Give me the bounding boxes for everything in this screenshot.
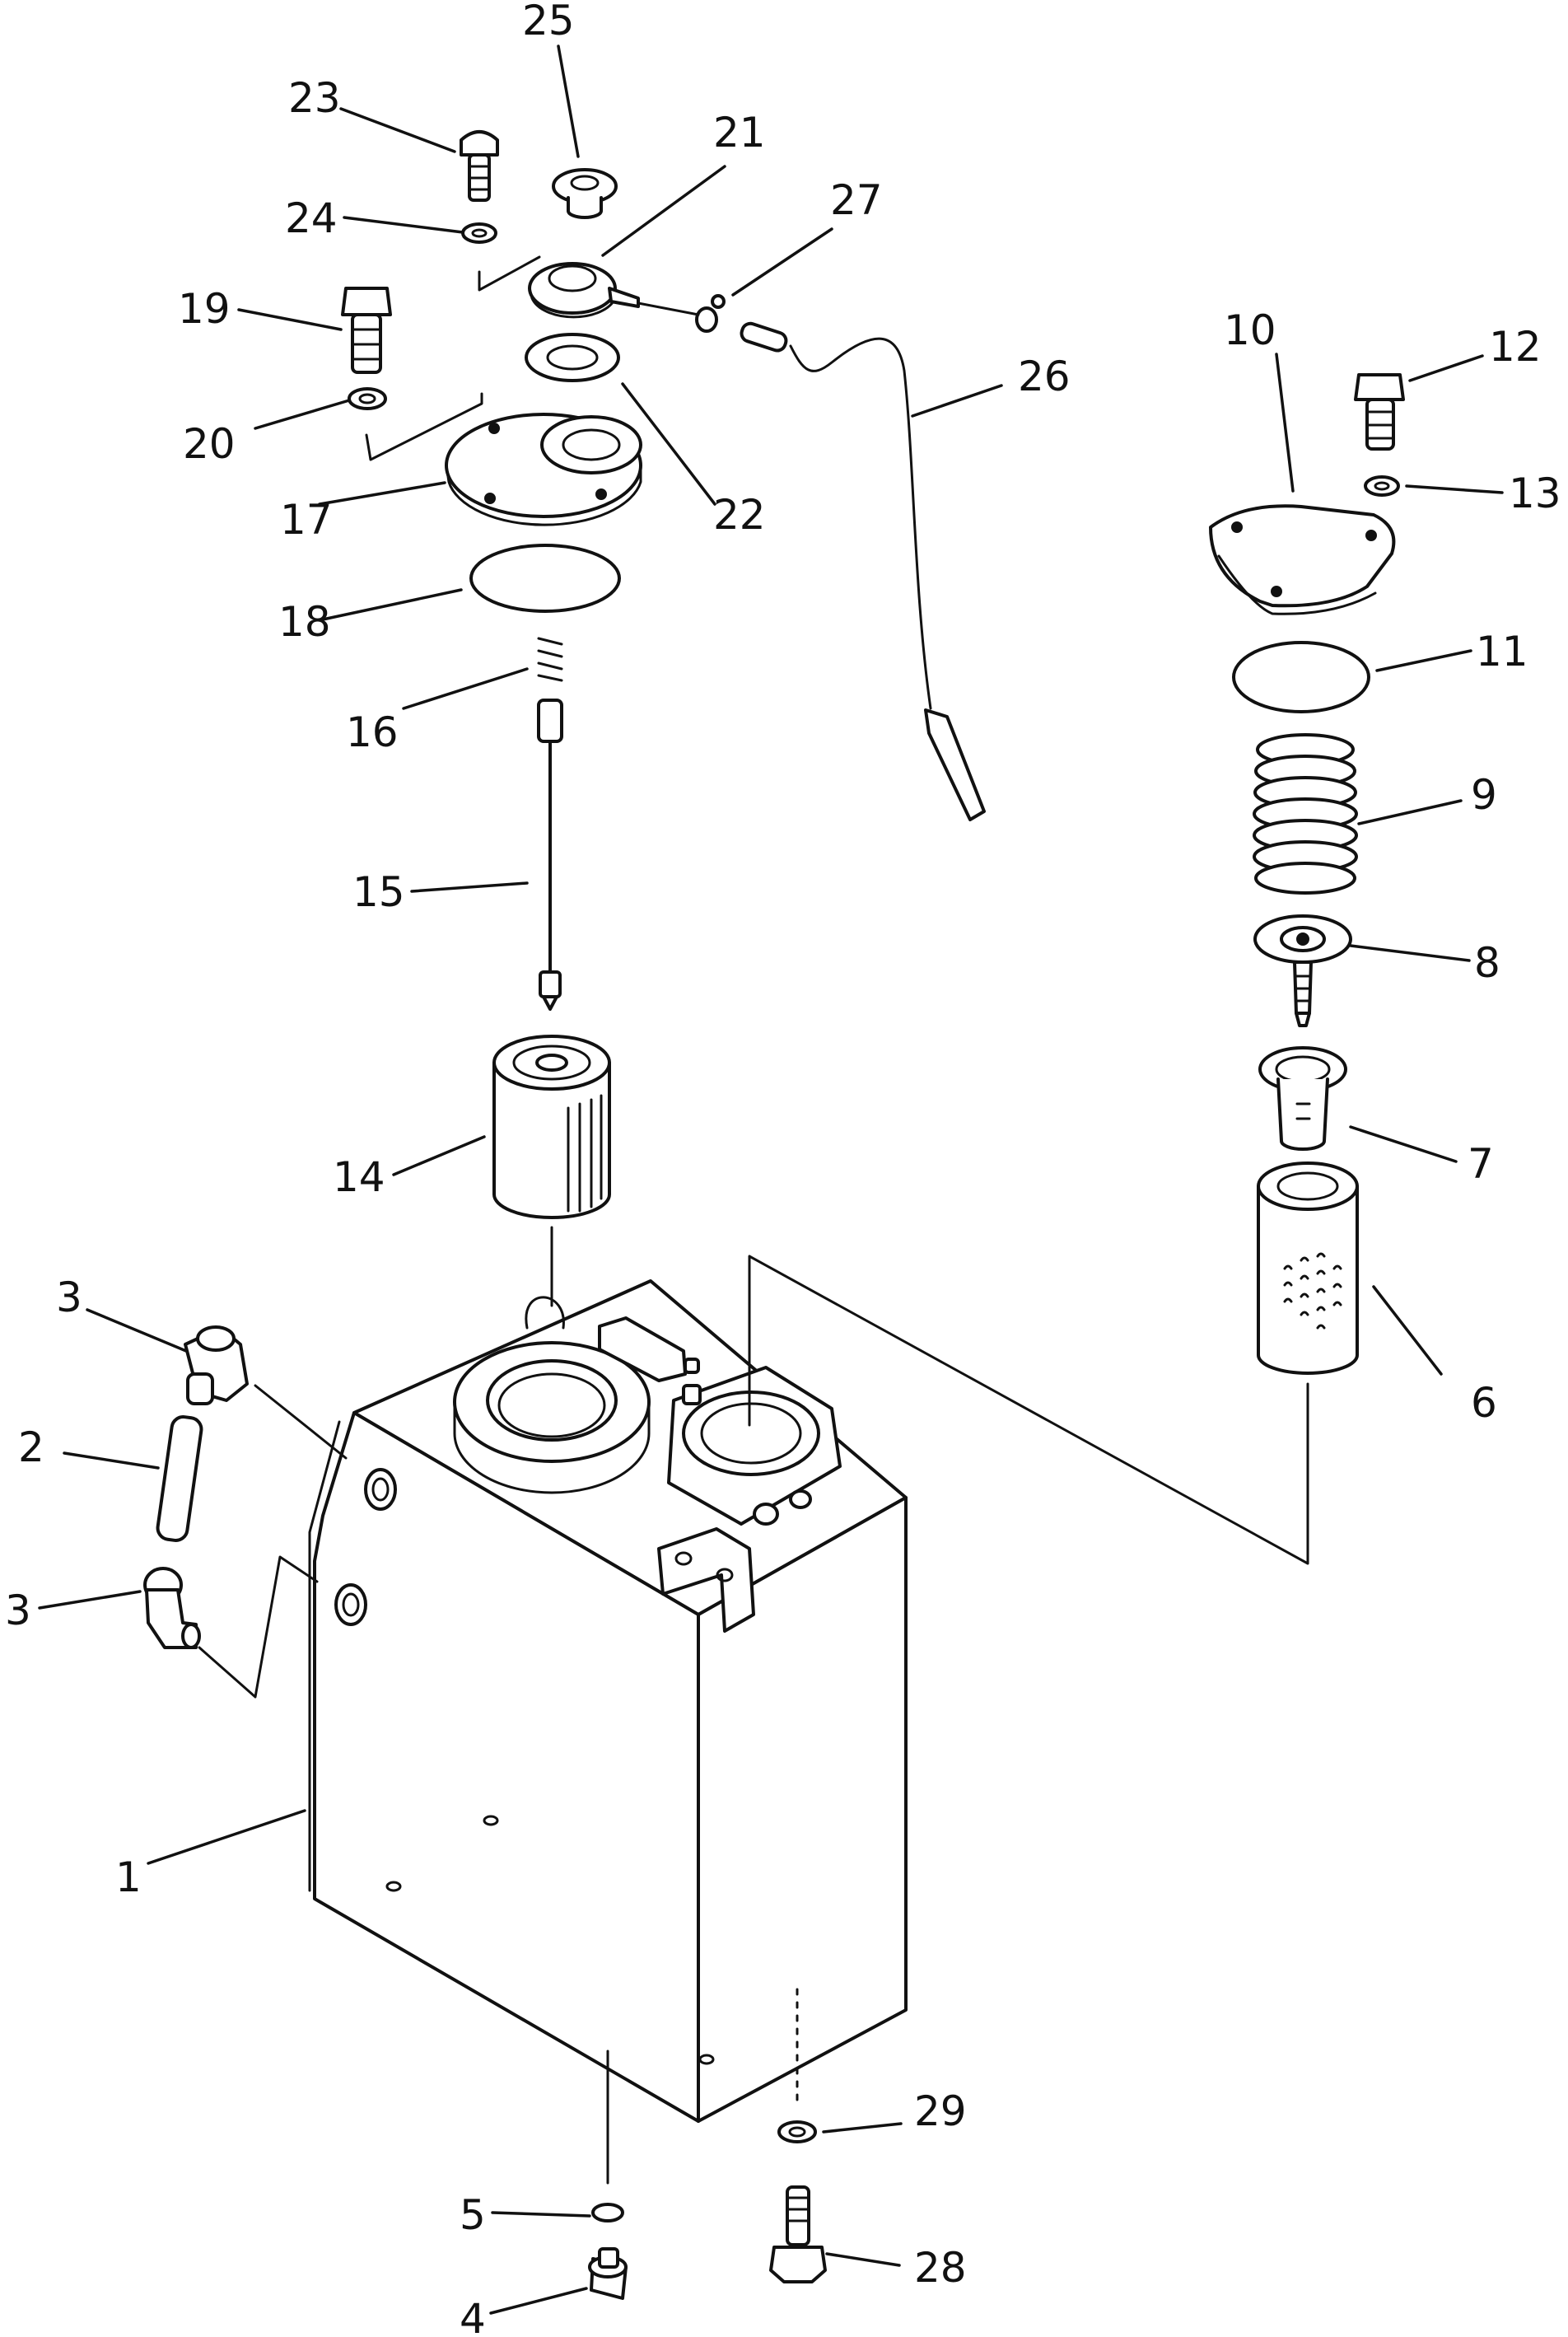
strainer-7 <box>1258 1046 1347 1151</box>
bolt-19 <box>341 287 392 374</box>
cap-25 <box>552 168 618 219</box>
callout-28: 28 <box>914 2244 967 2292</box>
valve-8 <box>1253 914 1352 1027</box>
filter-element-14 <box>492 1035 611 1219</box>
washer-13 <box>1364 475 1400 497</box>
callout-1: 1 <box>115 1853 142 1901</box>
o-ring-11 <box>1232 641 1370 713</box>
breather-21 <box>528 262 640 319</box>
callout-3b: 3 <box>5 1587 31 1634</box>
callout-18: 18 <box>278 598 331 646</box>
callout-29: 29 <box>914 2087 967 2135</box>
callout-14: 14 <box>333 1153 385 1201</box>
washer-29 <box>777 2120 817 2143</box>
bolt-28 <box>769 2185 827 2283</box>
callout-11: 11 <box>1476 628 1528 675</box>
callout-19: 19 <box>178 285 231 333</box>
spring-16 <box>537 637 563 682</box>
o-ring-18 <box>469 544 621 613</box>
callout-27: 27 <box>830 176 883 224</box>
rod-15 <box>537 699 563 1011</box>
callout-17: 17 <box>280 496 333 544</box>
elbow-fitting-upper <box>184 1325 249 1405</box>
callout-24: 24 <box>285 194 338 242</box>
spring-9 <box>1253 733 1358 895</box>
bolt-12 <box>1354 373 1405 451</box>
leader-lines <box>38 44 1504 2315</box>
cover-plate-10 <box>1209 504 1396 615</box>
callout-15: 15 <box>352 868 405 916</box>
callout-3a: 3 <box>56 1274 82 1321</box>
screw-23 <box>460 130 499 202</box>
callout-labels: 1 2 3 3 4 5 6 7 8 9 10 11 12 13 14 15 16… <box>5 0 1561 2337</box>
clip-27 <box>695 294 726 333</box>
callout-6: 6 <box>1471 1379 1497 1427</box>
drain-plug <box>588 2203 628 2300</box>
elbow-mount-leader <box>254 1384 348 1460</box>
callout-26: 26 <box>1018 353 1071 400</box>
callout-7: 7 <box>1468 1140 1494 1188</box>
callout-9: 9 <box>1471 771 1497 819</box>
filter-element-6 <box>1257 1161 1359 1375</box>
hydraulic-tank <box>308 1279 908 2185</box>
gasket-22 <box>525 333 620 382</box>
callout-20: 20 <box>183 420 236 468</box>
washer-20 <box>348 387 387 410</box>
callout-25: 25 <box>522 0 575 44</box>
callout-12: 12 <box>1489 323 1542 371</box>
elbow-mount-leader-2 <box>198 1555 319 1699</box>
callout-8: 8 <box>1474 939 1500 987</box>
callout-13: 13 <box>1509 470 1561 517</box>
pipe <box>156 1415 203 1542</box>
callout-4: 4 <box>460 2295 486 2337</box>
cover-17 <box>445 413 642 526</box>
callout-23: 23 <box>288 74 341 122</box>
callout-21: 21 <box>713 109 766 157</box>
callout-16: 16 <box>346 708 399 756</box>
washer-24 <box>461 222 497 244</box>
callout-22: 22 <box>713 491 766 539</box>
elbow-fitting-lower <box>143 1567 201 1649</box>
callout-5: 5 <box>460 2191 486 2239</box>
callout-2: 2 <box>18 1423 44 1471</box>
callout-10: 10 <box>1224 306 1276 354</box>
hose-26 <box>740 321 986 821</box>
